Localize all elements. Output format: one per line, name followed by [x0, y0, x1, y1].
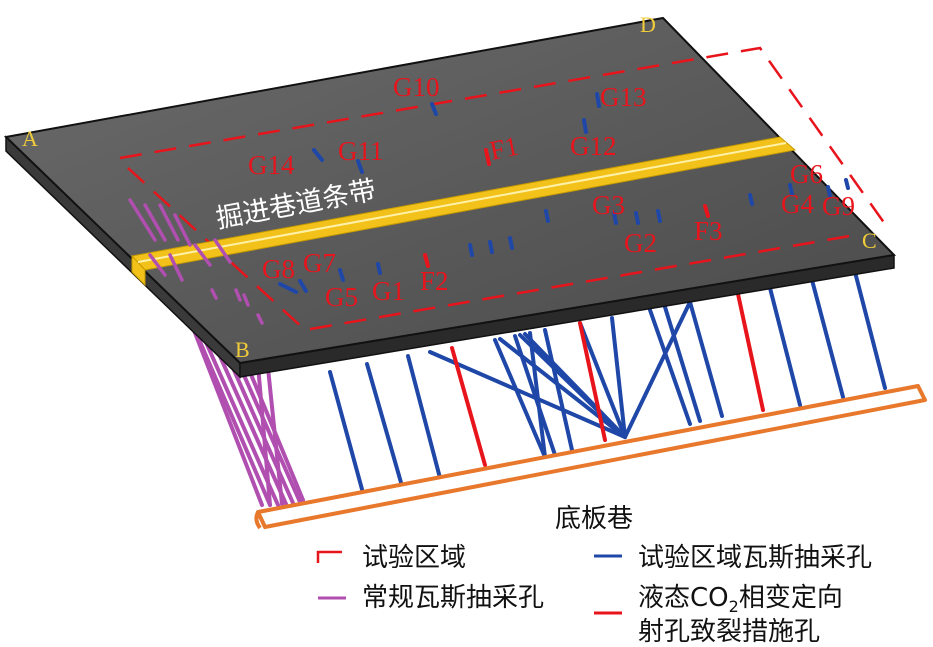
gas-hole-label-g5: G5	[325, 282, 358, 312]
fracture-hole-label-f3: F3	[694, 216, 723, 246]
gas-hole-label-g2: G2	[624, 228, 657, 258]
legend-test-gas-hole-label: 试验区域瓦斯抽采孔	[638, 543, 872, 573]
regular-gas-holes-below	[188, 318, 305, 507]
corner-label-a: A	[22, 126, 38, 151]
test-gas-holes-top	[278, 92, 850, 294]
gas-hole-label-g9: G9	[822, 191, 855, 221]
legend-fracture-hole-label-line2: 射孔致裂措施孔	[638, 617, 820, 647]
gas-hole-label-g14: G14	[248, 150, 295, 180]
gas-hole-label-g6: G6	[790, 159, 823, 189]
legend-regular-gas-hole-label: 常规瓦斯抽采孔	[362, 583, 544, 613]
roadway-strip	[131, 136, 797, 287]
fracture-hole-label-f2: F2	[420, 266, 449, 296]
fracture-holes-top	[423, 148, 710, 268]
legend: 试验区域 试验区域瓦斯抽采孔 常规瓦斯抽采孔 液态CO2相变定向 射孔致裂措施孔	[316, 543, 872, 647]
fracture-holes-below	[450, 292, 765, 467]
gas-hole-label-g12: G12	[570, 131, 617, 161]
floor-roadway	[254, 384, 927, 530]
gas-hole-label-g4: G4	[781, 189, 814, 219]
floor-roadway-label: 底板巷	[555, 504, 633, 534]
gas-hole-label-g3: G3	[592, 190, 625, 220]
corner-label-b: B	[235, 337, 250, 362]
regular-gas-holes-top	[128, 198, 264, 325]
fracture-hole-label-f1: F1	[487, 131, 521, 166]
gas-hole-label-g11: G11	[338, 136, 384, 166]
test-area-boundary	[119, 46, 887, 332]
gas-hole-label-g1: G1	[372, 276, 405, 306]
corner-label-c: C	[862, 228, 877, 253]
gas-hole-label-g13: G13	[600, 82, 647, 112]
gas-hole-label-g8: G8	[262, 254, 295, 284]
coal-slab	[3, 16, 897, 379]
test-gas-holes-below	[328, 270, 887, 495]
legend-test-area-swatch	[316, 550, 342, 563]
corner-label-d: D	[640, 12, 656, 37]
legend-fracture-hole-label-line1: 液态CO2相变定向	[638, 583, 843, 616]
gas-hole-label-g7: G7	[303, 248, 336, 278]
gas-hole-label-g10: G10	[393, 72, 440, 102]
legend-test-area-label: 试验区域	[362, 543, 466, 573]
